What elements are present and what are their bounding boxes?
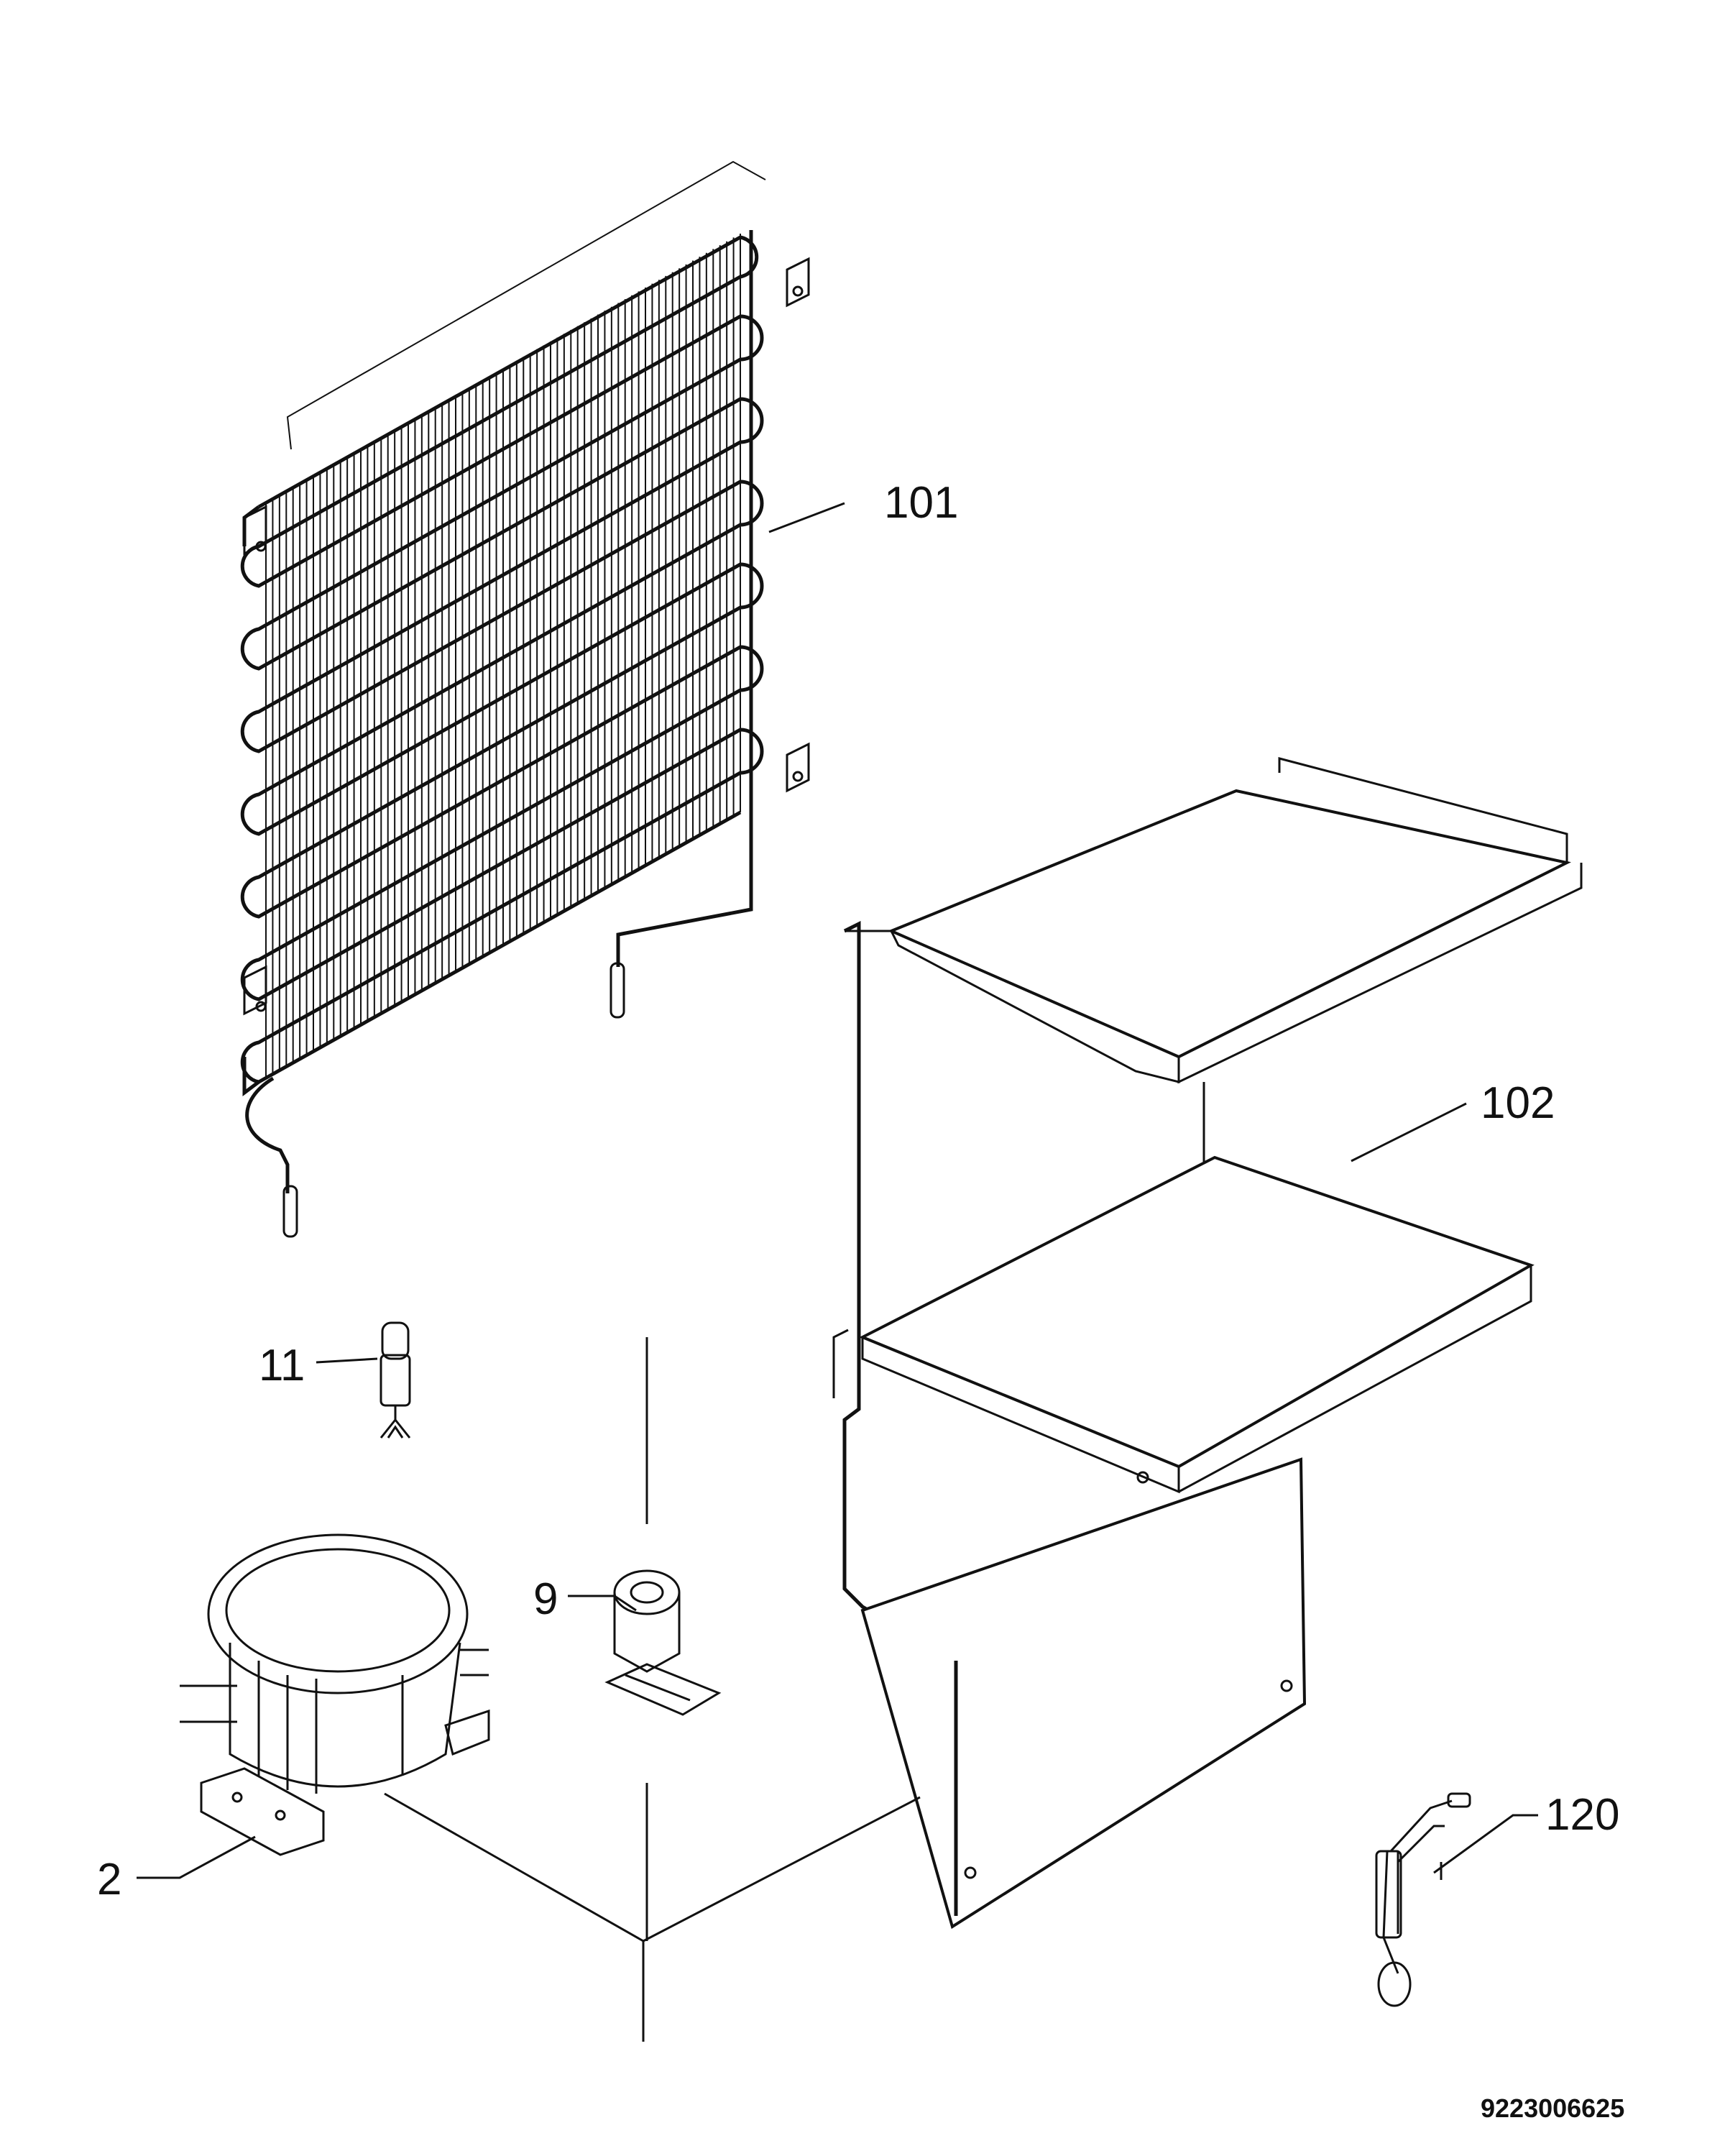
- part-120-sensor: [1375, 1792, 1471, 2007]
- drawing-number: 9223006625: [1481, 2093, 1624, 2123]
- leader-9: [568, 1595, 637, 1612]
- label-101: 101: [884, 478, 958, 528]
- cabinet-frame: [384, 757, 1583, 2042]
- leader-101: [768, 502, 845, 533]
- leader-102: [1351, 1102, 1467, 1162]
- compressor: [180, 1533, 490, 1856]
- part-11-valve: [380, 1321, 411, 1439]
- condenser-coil: [240, 160, 810, 1238]
- label-120: 120: [1545, 1790, 1619, 1840]
- leader-120: [1433, 1814, 1538, 1874]
- leader-2: [137, 1835, 256, 1879]
- label-9: 9: [533, 1574, 558, 1624]
- part-9-clamp: [604, 1569, 722, 1716]
- leader-11: [316, 1357, 378, 1364]
- label-102: 102: [1481, 1078, 1555, 1128]
- label-11: 11: [259, 1341, 305, 1390]
- label-2: 2: [97, 1855, 121, 1904]
